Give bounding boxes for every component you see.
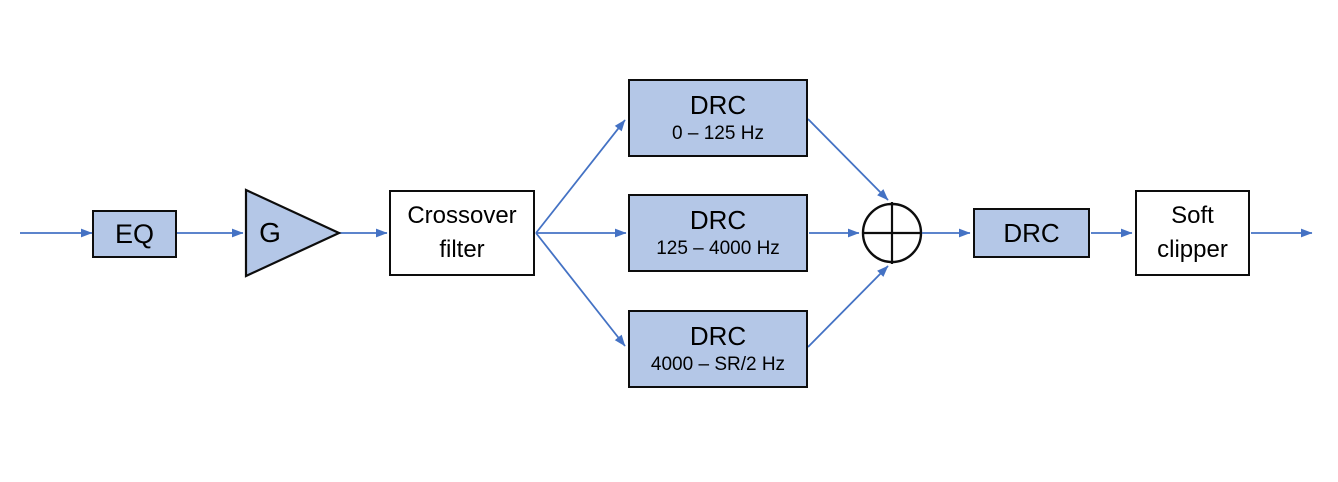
drc-low-band-block: DRC 0 – 125 Hz (628, 79, 808, 157)
arrow-crossover-to-drc-high (535, 232, 626, 347)
drc-wideband-label: DRC (1003, 217, 1060, 248)
soft-clipper-label-line1: Soft (1171, 202, 1214, 229)
eq-label: EQ (114, 218, 154, 249)
crossover-filter-block: Crossover filter (389, 190, 535, 276)
gain-amplifier-triangle-icon (244, 188, 342, 278)
drc-low-title: DRC (689, 90, 747, 120)
circled-plus-summing-icon (861, 202, 923, 264)
drc-mid-band-block: DRC 125 – 4000 Hz (628, 194, 808, 272)
gain-label: G (259, 217, 281, 248)
eq-block: EQ (92, 210, 177, 258)
crossover-label-line2: filter (439, 236, 485, 263)
drc-high-range: 4000 – SR/2 Hz (650, 354, 786, 375)
drc-high-band-block: DRC 4000 – SR/2 Hz (628, 310, 808, 388)
drc-high-title: DRC (689, 321, 747, 351)
arrow-drc-low-to-sum (807, 118, 889, 201)
drc-wideband-block: DRC (973, 208, 1090, 258)
arrow-crossover-to-drc-low (535, 119, 626, 234)
drc-low-range: 0 – 125 Hz (672, 123, 764, 144)
soft-clipper-label-line2: clipper (1157, 236, 1228, 263)
drc-mid-title: DRC (689, 205, 747, 235)
arrow-drc-high-to-sum (807, 265, 889, 348)
crossover-label-line1: Crossover (407, 202, 517, 229)
drc-mid-range: 125 – 4000 Hz (656, 238, 780, 259)
soft-clipper-block: Soft clipper (1135, 190, 1250, 276)
